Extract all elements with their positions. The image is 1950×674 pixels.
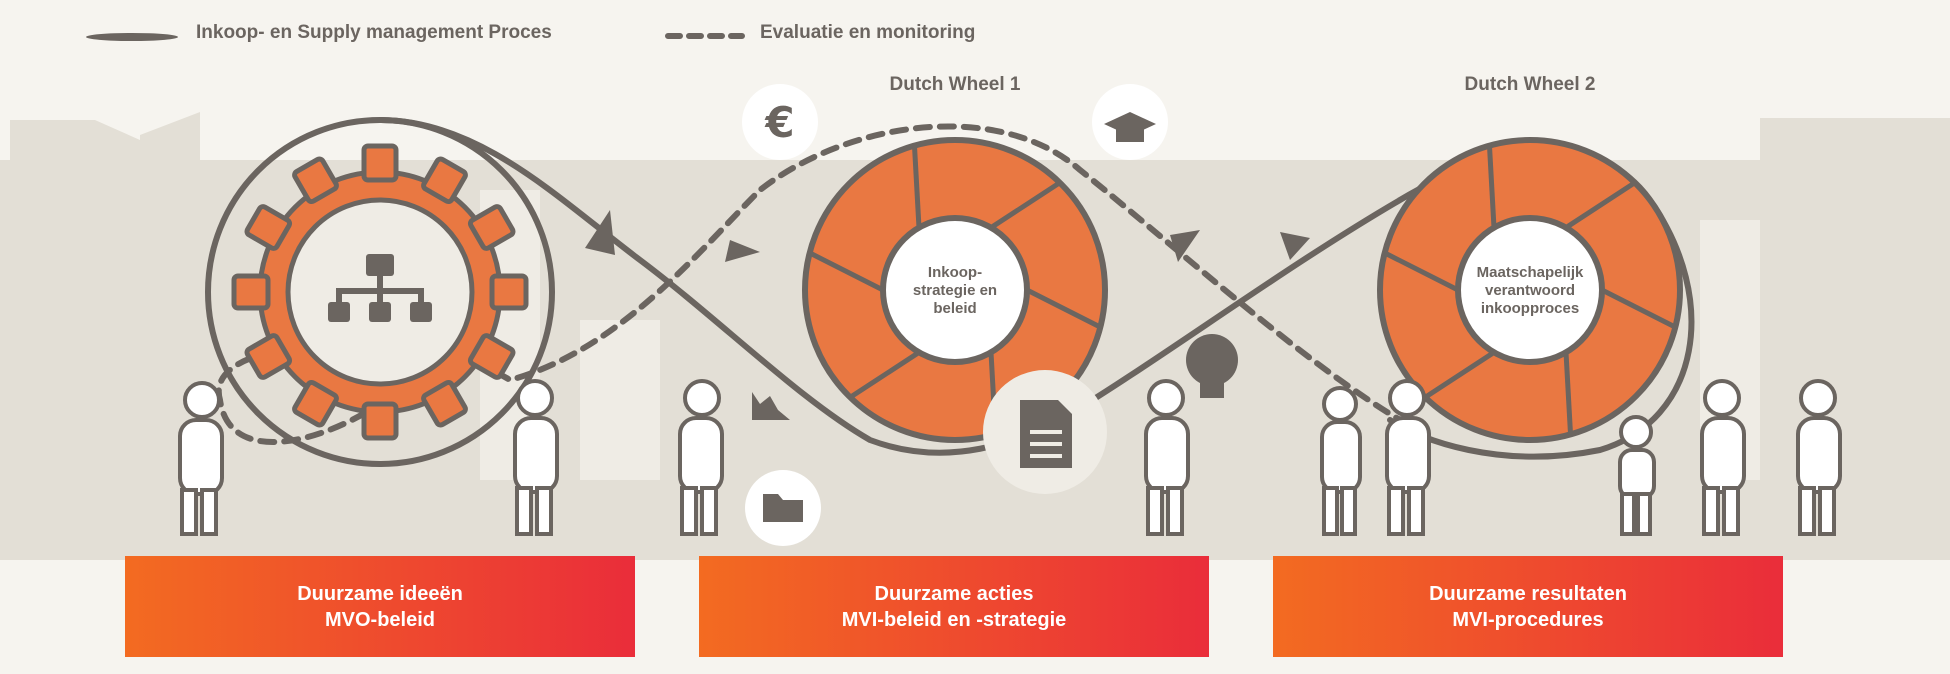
svg-text:€: € <box>764 98 794 147</box>
wheel-2-center-line: Maatschapelijk <box>1476 264 1584 281</box>
gear-tooth <box>292 379 339 428</box>
wheel-segment-divider <box>848 350 921 400</box>
path-arrows <box>585 210 1310 262</box>
dutch-wheel-1 <box>802 137 1108 443</box>
dutch-wheel-2 <box>1377 137 1683 443</box>
wheel-1-center-line: beleid <box>933 300 977 317</box>
wheel-segment-divider <box>1486 145 1497 228</box>
legend-process-label: Inkoop- en Supply management Proces <box>196 22 552 43</box>
people-group <box>178 379 1842 536</box>
person-figure <box>1385 379 1431 536</box>
person-figure <box>678 379 724 536</box>
banner-line: MVI-procedures <box>1452 608 1604 631</box>
wheel-2-center-text: Maatschapelijk verantwoord inkoopproces <box>1470 264 1590 318</box>
wheel-segment-divider <box>1563 352 1574 435</box>
wheel-1-title: Dutch Wheel 1 <box>889 74 1021 95</box>
banner-line: Duurzame ideeën <box>297 582 463 605</box>
gear-tooth <box>421 156 468 205</box>
wheel-segment-divider <box>1025 287 1102 330</box>
lightbulb-icon <box>1186 334 1238 398</box>
banner-line: Duurzame acties <box>874 582 1034 605</box>
euro-icon: € <box>742 84 818 160</box>
banner-ideas: Duurzame ideeën MVO-beleid <box>125 556 635 657</box>
wheel-segment-divider <box>989 180 1062 230</box>
arrow-icon <box>725 240 760 262</box>
person-figure <box>513 379 559 536</box>
wheel-1-center-line: Inkoop- <box>927 264 983 281</box>
gear-tooth <box>361 401 399 441</box>
child-figure <box>1618 415 1656 536</box>
gear-tooth <box>292 156 339 205</box>
wheel-segment-divider <box>911 145 922 228</box>
wheel-2-title: Dutch Wheel 2 <box>1464 74 1596 95</box>
wheel-segment-divider <box>1423 350 1496 400</box>
legend-solid-swatch <box>86 33 178 41</box>
gear-tooth <box>231 273 271 311</box>
wheel-1-center-line: strategie en <box>912 282 998 299</box>
gear-tooth <box>421 379 468 428</box>
wheel-segment-divider <box>1564 180 1637 230</box>
graduation-cap-icon <box>1092 84 1168 160</box>
arrow-icon <box>585 210 615 255</box>
gear-tooth <box>244 333 293 380</box>
wheel-segment-divider <box>1600 287 1677 330</box>
banner-results: Duurzame resultaten MVI-procedures <box>1273 556 1783 657</box>
wheel-segment-divider <box>808 250 885 293</box>
arrow-icon <box>1170 230 1200 262</box>
wheel-2-center-line: inkoopproces <box>1480 300 1580 317</box>
gear-tooth <box>467 333 516 380</box>
legend <box>86 33 745 41</box>
wheel-2-center-line: verantwoord <box>1484 282 1575 299</box>
gear-tooth <box>467 204 516 251</box>
banner-line: Duurzame resultaten <box>1429 582 1627 605</box>
arrow-icon <box>1280 232 1310 260</box>
gear-tooth <box>244 204 293 251</box>
banner-line: MVO-beleid <box>324 608 435 631</box>
org-chart-icon <box>328 254 432 322</box>
person-figure <box>178 381 224 536</box>
folder-icon <box>745 470 821 546</box>
document-icon <box>983 370 1107 494</box>
process-solid-path <box>377 117 1695 460</box>
gear-tooth <box>489 273 529 311</box>
gear-tooth <box>361 143 399 183</box>
chart-icon <box>752 392 790 420</box>
wheel-segment-divider <box>1383 250 1460 293</box>
person-figure <box>1700 379 1746 536</box>
legend-evaluation-label: Evaluatie en monitoring <box>760 22 976 43</box>
gear-icon <box>231 143 529 441</box>
banner-actions: Duurzame acties MVI-beleid en -strategie <box>699 556 1209 657</box>
person-figure <box>1320 386 1362 536</box>
person-figure <box>1796 379 1842 536</box>
banner-line: MVI-beleid en -strategie <box>841 608 1067 631</box>
wheel-1-center-text: Inkoop- strategie en beleid <box>895 264 1015 318</box>
person-figure <box>1144 379 1190 536</box>
